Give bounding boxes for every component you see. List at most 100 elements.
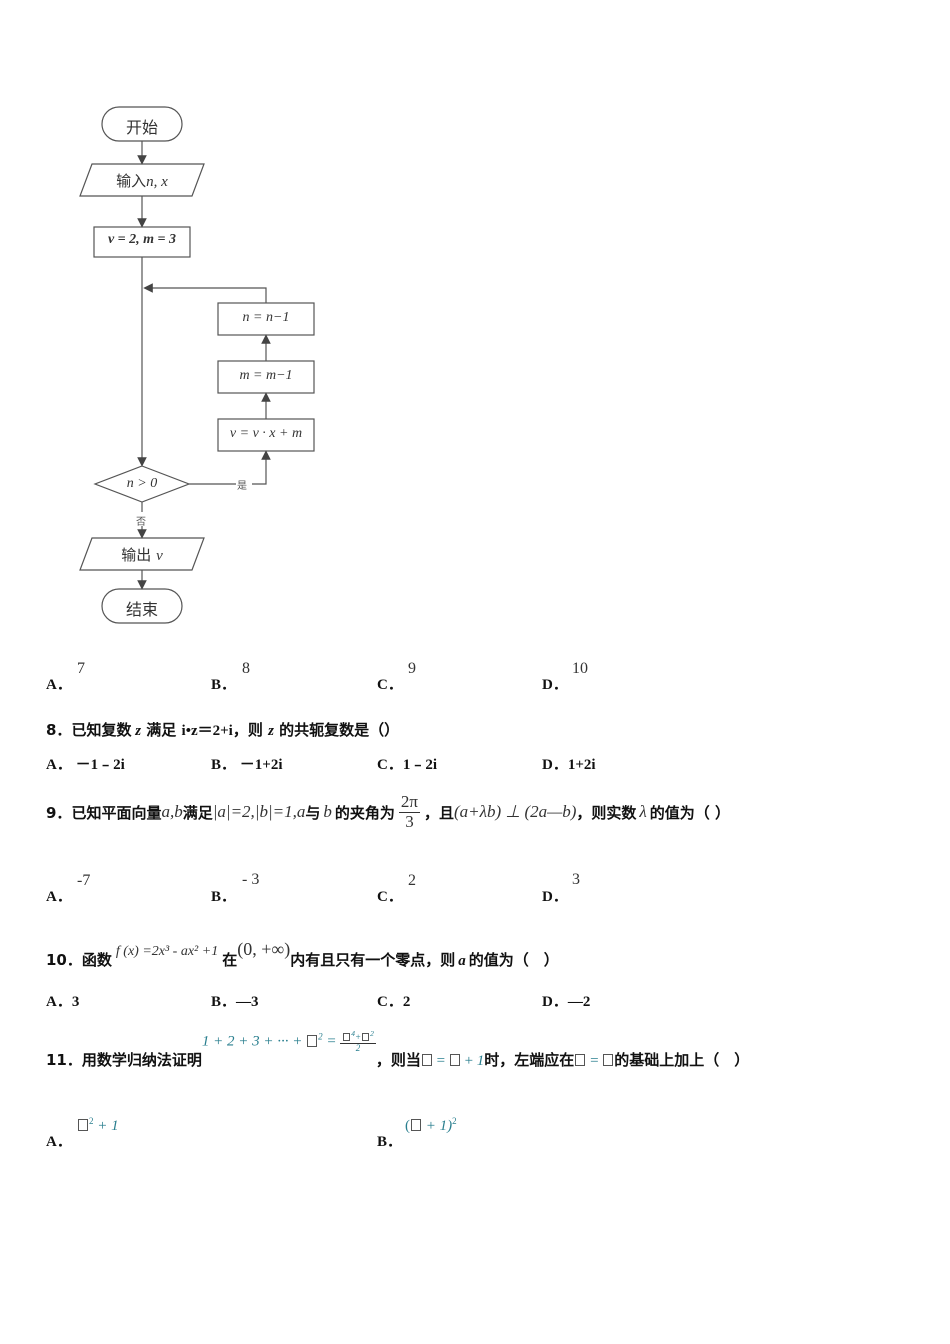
start-label: 开始: [125, 118, 158, 137]
step-n-label: n = n−1: [242, 310, 290, 325]
q8-text: 满足: [146, 721, 177, 739]
q7-option-d-value: 10: [572, 660, 588, 677]
output-text: 输出: [121, 546, 152, 564]
placeholder-glyph-icon: [362, 1033, 370, 1042]
q11-rhs-fraction: 4+2 2: [340, 1030, 376, 1054]
q7-option-d-label: D．: [542, 677, 568, 693]
q9-text: 已知平面向量: [71, 803, 162, 822]
q11-text: 时，左端应在: [484, 1051, 575, 1069]
flowchart-graphic: [79, 106, 315, 624]
option-value: —3: [236, 994, 259, 1010]
option-value: －1+2i: [239, 757, 283, 773]
option-label: C．: [377, 994, 403, 1010]
placeholder-glyph-icon: [449, 1054, 460, 1066]
q9-text: ，则实数: [576, 803, 637, 822]
q8-option-d: D．1+2i: [542, 753, 596, 774]
option-label: A．: [46, 757, 72, 773]
q9-option-a-value: -7: [77, 872, 91, 889]
q9-vectors: a,b: [161, 802, 183, 821]
q9-var-lambda: λ: [639, 802, 647, 821]
input-parallelogram: [79, 163, 205, 197]
q8-option-b: B． －1+2i: [211, 753, 282, 774]
option-value: —2: [567, 994, 591, 1010]
q8-stem: 8．已知复数 z 满足 i•z＝2+i，则 z 的共轭复数是（）: [46, 719, 399, 740]
q11-option-a-value: 2 + 1: [77, 1116, 119, 1135]
q9-option-c-value: 2: [408, 872, 416, 889]
option-label: B．: [211, 994, 237, 1010]
option-value: －1﹣2i: [75, 757, 125, 773]
q9-text: 与: [305, 803, 321, 822]
input-text: 输入: [116, 172, 147, 190]
q8-text: ，则: [232, 721, 263, 739]
q7-option-b-label: B．: [211, 677, 237, 693]
condition-label: n > 0: [126, 476, 158, 491]
option-value-prefix: (: [405, 1118, 410, 1134]
q10-option-a: A．3: [46, 990, 79, 1011]
q9-option-b-label: B．: [211, 889, 237, 905]
option-label: B．: [211, 757, 237, 773]
q9-option-a-label: A．: [46, 889, 72, 905]
option-label: A．: [46, 994, 72, 1010]
init-label: v = 2, m = 3: [107, 232, 177, 247]
q8-number: 8．: [46, 721, 72, 739]
option-value: 2: [402, 994, 411, 1010]
q9-text: 的夹角为: [334, 803, 395, 822]
placeholder-glyph-icon: [575, 1054, 586, 1066]
option-value-suffix: + 1): [422, 1118, 453, 1134]
q9-option-d-value: 3: [572, 871, 580, 888]
q9-text: 满足: [182, 803, 213, 822]
q11-k-plus-1: = + 1: [421, 1053, 484, 1070]
option-value: 1﹣2i: [402, 757, 438, 773]
q7-option-c-label: C．: [377, 677, 403, 693]
q9-condition: (a+λb) ⊥ (2a—b): [454, 802, 577, 821]
q9-stem: 9．已知平面向量 a,b 满足 |a|=2,|b|=1,a 与 b 的夹角为 2…: [46, 787, 730, 837]
no-label: 否: [136, 517, 146, 528]
placeholder-glyph-icon: [603, 1054, 614, 1066]
step-v-label: v = v · x + m: [229, 426, 303, 441]
output-parallelogram: [79, 537, 205, 571]
output-var: v: [156, 548, 163, 564]
q8-option-c: C．1﹣2i: [377, 753, 437, 774]
q11-lhs: 1 + 2 + 3 + ··· +: [201, 1033, 307, 1050]
end-label: 结束: [125, 600, 158, 619]
q8-option-a: A． －1﹣2i: [46, 753, 125, 774]
q11-stem: 11．用数学归纳法证明 1 + 2 + 3 + ··· + 2 = 4+2 2 …: [46, 1030, 749, 1070]
q10-option-b: B．—3: [211, 990, 259, 1011]
q11-option-a-label: A．: [46, 1134, 72, 1150]
option-value: 3: [71, 994, 80, 1010]
q10-text: 内有且只有一个零点，则: [290, 951, 456, 969]
q11-formula: 1 + 2 + 3 + ··· + 2 = 4+2 2: [201, 1029, 376, 1054]
q7-option-a-value: 7: [77, 660, 85, 677]
flowchart: 开始 输入n, x v = 2, m = 3 n = n−1 m = m−1 v…: [0, 0, 400, 640]
q8-text: 已知复数: [71, 721, 132, 739]
placeholder-glyph-icon: [411, 1119, 421, 1131]
placeholder-glyph-icon: [421, 1054, 432, 1066]
input-vars: n, x: [146, 174, 168, 190]
q11-text: 用数学归纳法证明: [81, 1051, 202, 1069]
yes-label: 是: [237, 481, 247, 492]
q9-text: 的值为（ ）: [649, 803, 731, 822]
placeholder-glyph-icon: [307, 1034, 318, 1047]
q7-option-a-label: A．: [46, 677, 72, 693]
q9-angle-denominator: 3: [405, 811, 414, 831]
q9-option-c-label: C．: [377, 889, 403, 905]
q11-option-b-label: B．: [377, 1134, 403, 1150]
q10-text: 的值为（ ）: [468, 951, 559, 969]
q11-text: ，则当: [375, 1051, 421, 1069]
q9-angle-numerator: 2π: [398, 791, 420, 813]
q11-rhs-denominator: 2: [355, 1043, 361, 1054]
q9-var-b: b: [323, 802, 332, 821]
q10-text: 在: [222, 951, 238, 969]
q8-var-z: z: [135, 723, 142, 739]
option-value: 1+2i: [567, 757, 596, 773]
option-label: D．: [542, 994, 568, 1010]
q8-equation: i•z＝2+i: [181, 723, 233, 739]
q9-option-d-label: D．: [542, 889, 568, 905]
q10-var-a: a: [458, 953, 466, 969]
q7-option-b-value: 8: [242, 660, 250, 677]
option-label: C．: [377, 757, 403, 773]
q9-option-b-value: - 3: [242, 871, 260, 888]
option-value-suffix: + 1: [93, 1118, 119, 1134]
output-label: 输出 v: [86, 544, 198, 565]
q7-option-c-value: 9: [408, 660, 416, 677]
